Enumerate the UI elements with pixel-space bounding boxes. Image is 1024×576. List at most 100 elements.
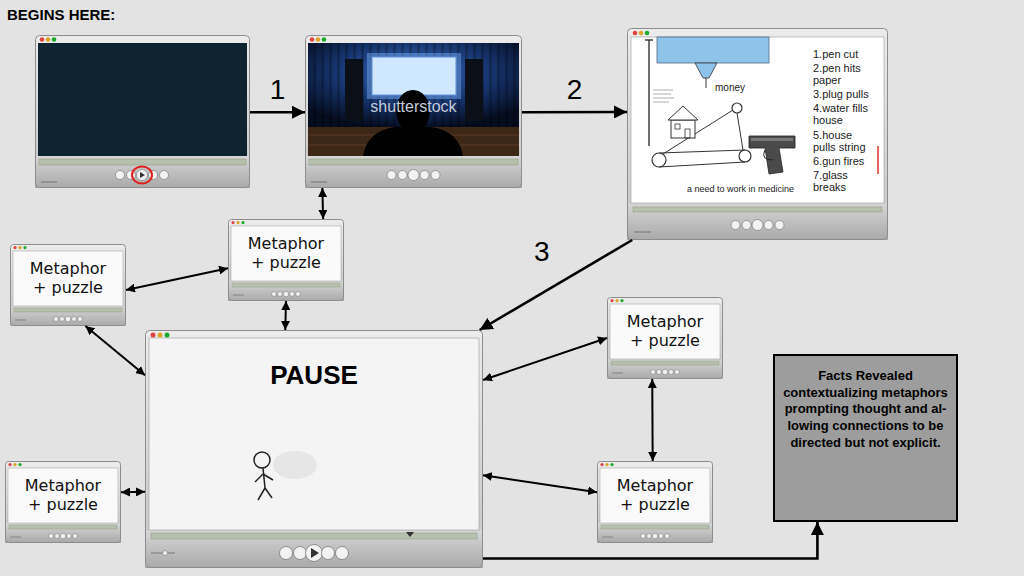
machine-sketch [653,94,671,95]
player-window-frame [158,333,163,338]
player-window: Metaphor + puzzle [228,219,344,301]
step-list-item: 1.pen cut [813,48,875,60]
start-heading: BEGINS HERE: [7,6,115,23]
player-window-frame [309,159,518,165]
player-window-frame [752,220,763,231]
player-window: shutterstock [305,35,522,188]
stick-figure [254,451,317,500]
theater-image [308,127,519,156]
watermark: shutterstock [335,98,492,116]
machine-sketch [675,124,680,129]
step-list-item: 5.house pulls string [813,129,875,153]
machine-sketch [653,90,673,91]
connector [321,188,324,219]
note-box: Facts Revealed contextualizing metaphors… [773,354,958,522]
player-window-frame [151,333,156,338]
player-window-frame [597,461,713,543]
player-window-frame [306,545,323,562]
player-window-frame [36,36,250,188]
player-window-frame [10,244,126,326]
player-window-frame [145,330,483,568]
player-window: Metaphor + puzzle [10,244,126,326]
metaphor-puzzle-text: Metaphor + puzzle [610,304,720,359]
player-window-frame [280,547,293,560]
machine-sketch [653,90,674,102]
connector-layer [85,112,817,559]
machine-sketch [706,78,707,88]
player-window-frame [645,31,650,36]
highlight-circle [132,167,152,184]
player-window-frame [316,37,321,42]
player-window-frame [228,219,344,301]
stick-figure [263,474,273,480]
stick-figure [254,452,270,468]
player-window: PAUSE [145,330,483,568]
connector [250,111,305,114]
stick-figure [258,488,265,500]
connector [483,522,817,558]
machine-sketch [732,103,742,113]
player-window-frame [731,220,784,231]
player-window-frame [163,551,168,556]
metaphor-puzzle-text: Metaphor + puzzle [13,251,123,306]
player-window-frame [742,221,751,230]
machine-sketch [751,138,793,141]
connector [284,301,287,330]
player-window-frame [160,171,169,180]
player-window-frame [294,547,307,560]
player-window-frame [39,159,246,165]
machine-sketch [671,120,695,138]
player-window-frame [35,156,250,188]
metaphor-puzzle-text: Metaphor + puzzle [600,468,710,523]
machine-sketch [659,150,745,153]
connector [651,379,653,461]
player-window-frame [311,548,319,558]
machine-sketch [668,106,698,120]
player-window-frame [627,28,888,240]
player-window-frame [5,461,121,543]
player-window-frame [387,171,396,180]
machine-sketch [645,39,653,40]
theater-image [308,43,519,156]
machine-sketch [739,150,751,162]
sketch-note: a need to work in medicine [687,184,794,194]
stick-figure [265,488,272,498]
player-window-frame [628,29,888,240]
machine-sketch [749,136,795,174]
connector [483,338,607,380]
player-window: Metaphor + puzzle [597,461,713,543]
player-window-frame [322,37,327,42]
player-window-frame [137,170,148,181]
player-window-frame [775,221,784,230]
player-window-frame [607,297,723,379]
player-window-frame [140,172,145,178]
machine-sketch [653,98,674,99]
player-window-frame [633,31,638,36]
player-window-frame [151,533,477,539]
step-list-item: 7.glass breaks [813,169,875,193]
step-number: 3 [534,238,550,266]
metaphor-puzzle-text: Metaphor + puzzle [8,468,118,523]
player-window: Metaphor + puzzle [607,297,723,379]
machine-sketch [648,40,649,146]
player-window-frame [398,171,407,180]
player-window-frame [306,36,522,188]
player-window-frame [165,333,170,338]
player-window-frame [149,338,479,530]
step-list-item: 3.plug pulls [813,88,875,100]
connector [522,111,627,114]
machine-sketch [695,63,717,78]
player-window-frame [639,31,644,36]
player-window-frame [633,207,882,212]
machine-sketch [877,146,879,174]
player-window-frame [46,37,51,42]
player-window-frame [146,331,483,568]
theater-image [363,127,463,156]
stick-figure [263,468,265,488]
player-window-frame [305,156,522,188]
player-window-frame [406,532,414,537]
player-window-frame [116,171,125,180]
player-window-frame [52,37,57,42]
connector [126,268,228,290]
